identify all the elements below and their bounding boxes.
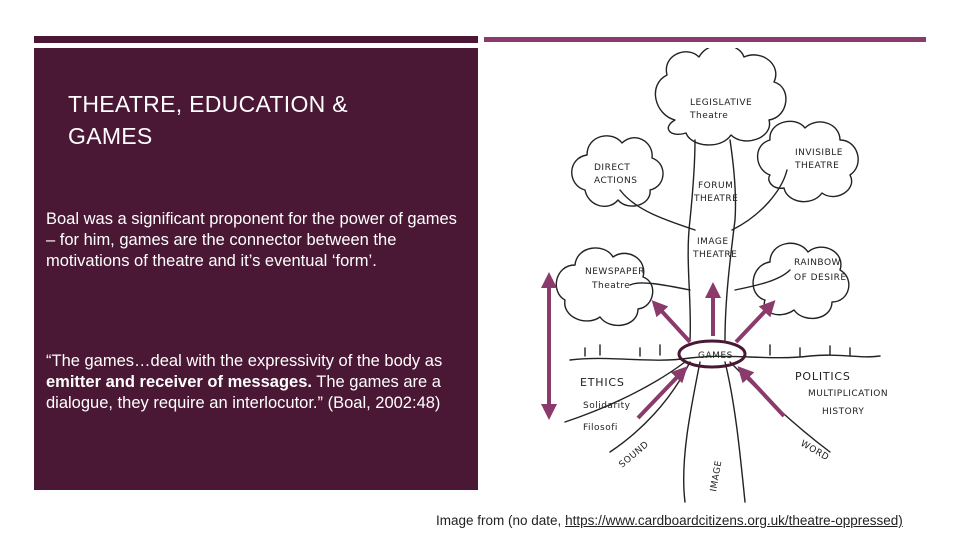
label-invisible-1: INVISIBLE: [795, 148, 843, 158]
tree-branch-right: [731, 169, 791, 291]
label-solidarity: Solidarity: [583, 401, 631, 411]
ground-plants: [584, 344, 851, 357]
label-games: GAMES: [698, 351, 733, 361]
label-sound: SOUND: [618, 440, 652, 471]
tree-trunk: [687, 139, 737, 341]
cloud-invisible: [756, 120, 859, 203]
cloud-direct: [571, 135, 664, 208]
slide-title: THEATRE, EDUCATION & GAMES: [68, 88, 448, 152]
arrows: [541, 272, 786, 420]
cloud-legislative: [654, 48, 787, 146]
label-history: HISTORY: [822, 407, 864, 417]
label-legislative-2: Theatre: [689, 111, 728, 121]
label-forum-2: THEATRE: [693, 194, 738, 204]
top-accent-bar-right: [484, 37, 926, 42]
text-panel: THEATRE, EDUCATION & GAMES Boal was a si…: [34, 48, 478, 490]
games-circle: [677, 339, 747, 369]
caption-link[interactable]: https://www.cardboardcitizens.org.uk/the…: [565, 513, 903, 528]
arrow-up-left: [651, 300, 692, 344]
paragraph-1: Boal was a significant proponent for the…: [46, 210, 457, 270]
label-direct-1: DIRECT: [594, 163, 630, 173]
tree-labels: LEGISLATIVE Theatre INVISIBLE THEATRE DI…: [580, 98, 888, 493]
label-image-root: IMAGE: [709, 460, 724, 493]
paragraph-2-text-b: The games are a dialogue, they require a…: [46, 373, 441, 412]
top-accent-bar-left: [34, 36, 478, 43]
label-image-2: THEATRE: [692, 250, 737, 260]
label-direct-2: ACTIONS: [594, 176, 637, 186]
label-filosofi: Filosofi: [583, 423, 618, 433]
cloud-newspaper: [555, 247, 654, 327]
tree-branch-left: [619, 189, 696, 291]
tree-sketch: [555, 48, 881, 503]
slide-title-line1: THEATRE, EDUCATION &: [68, 91, 348, 117]
theatre-tree-image: LEGISLATIVE Theatre INVISIBLE THEATRE DI…: [541, 48, 888, 503]
caption-prefix: Image from (no date,: [436, 513, 566, 528]
arrow-up-right: [734, 300, 776, 344]
label-politics: POLITICS: [795, 370, 851, 383]
paragraph-2: “The games…deal with the expressivity of…: [46, 351, 466, 414]
image-caption: Image from (no date, https://www.cardboa…: [436, 512, 936, 530]
label-forum-1: FORUM: [698, 181, 733, 191]
label-rainbow-1: RAINBOW: [794, 258, 841, 268]
label-word: WORD: [799, 439, 831, 463]
arrow-from-ethics: [636, 366, 688, 420]
arrow-from-politics: [737, 366, 786, 418]
label-multiplication: MULTIPLICATION: [808, 389, 888, 399]
label-ethics: ETHICS: [580, 376, 625, 389]
label-invisible-2: THEATRE: [794, 161, 839, 171]
paragraph-2-text-a: “The games…deal with the expressivity of…: [46, 352, 443, 370]
roots: [564, 361, 831, 503]
ground-line: [569, 354, 881, 361]
label-newspaper-2: Theatre: [591, 281, 630, 291]
label-image-1: IMAGE: [697, 237, 729, 247]
label-rainbow-2: OF DESIRE: [794, 273, 847, 283]
paragraph-2-bold: emitter and receiver of messages.: [46, 373, 312, 391]
cloud-rainbow: [752, 242, 850, 320]
label-legislative-1: LEGISLATIVE: [690, 98, 752, 108]
label-newspaper-1: NEWSPAPER: [585, 267, 645, 277]
slide-title-line2: GAMES: [68, 123, 153, 149]
